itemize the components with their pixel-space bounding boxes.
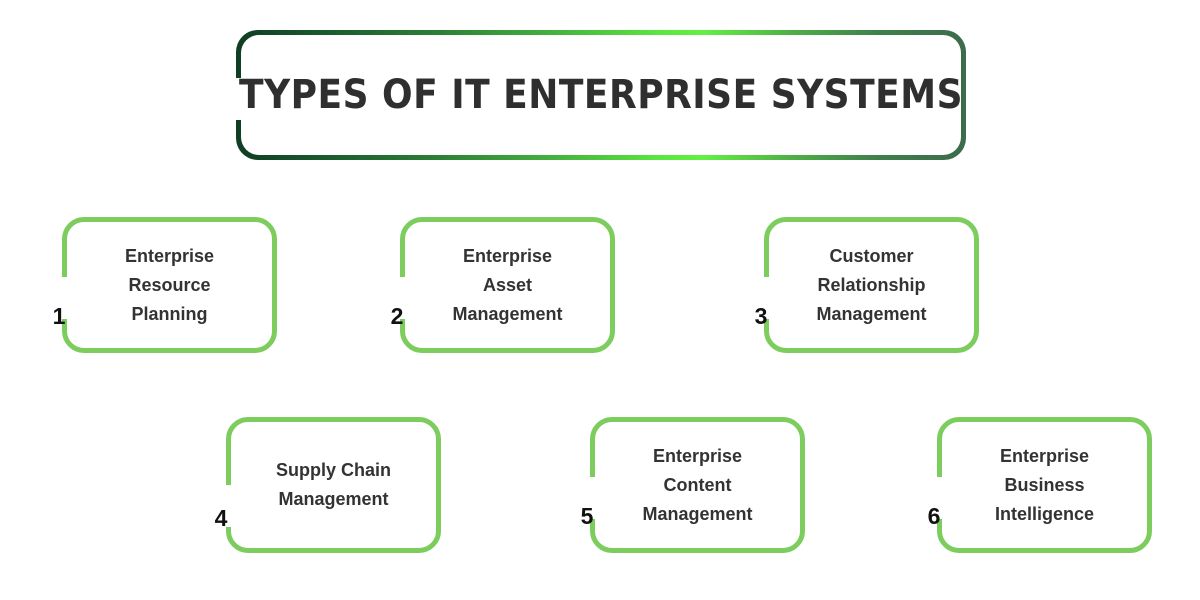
card-label-line: Enterprise [462, 245, 553, 266]
card-label-line: Enterprise [652, 445, 743, 466]
card-label-line: Management [278, 489, 389, 509]
card-border-notch [934, 477, 945, 519]
title-banner-left-notch [235, 78, 243, 120]
card-border-notch [397, 277, 408, 319]
card-label-line: Enterprise [999, 445, 1090, 466]
card-label-line: Supply Chain [275, 460, 391, 480]
card-number-5: 5 [580, 503, 594, 529]
card-border-notch [223, 485, 234, 527]
title-banner: TYPES OF IT ENTERPRISE SYSTEMS [235, 30, 966, 160]
card-label-line: Asset [482, 274, 533, 295]
card-border-notch [587, 477, 598, 519]
card-label-line: Enterprise [124, 245, 215, 266]
card-number-3: 3 [754, 303, 768, 329]
card-label-line: Management [642, 503, 753, 524]
card-label-line: Relationship [817, 274, 926, 295]
card-border-notch [59, 277, 70, 319]
card-number-2: 2 [390, 303, 404, 329]
page-title: TYPES OF IT ENTERPRISE SYSTEMS [239, 72, 963, 118]
card-label-line: Planning [131, 303, 208, 324]
card-label-line: Customer [829, 245, 914, 266]
card-label-line: Management [816, 303, 927, 324]
card-number-6: 6 [927, 503, 941, 529]
card-number-1: 1 [52, 303, 66, 329]
card-number-4: 4 [214, 505, 228, 531]
card-label-line: Intelligence [994, 503, 1095, 524]
card-label-line: Business [1004, 474, 1085, 495]
card-label-line: Management [452, 303, 563, 324]
card-label-line: Resource [128, 274, 211, 295]
card-border-notch [761, 277, 772, 319]
title-banner-fill [241, 35, 961, 155]
card-label-line: Content [663, 474, 732, 495]
